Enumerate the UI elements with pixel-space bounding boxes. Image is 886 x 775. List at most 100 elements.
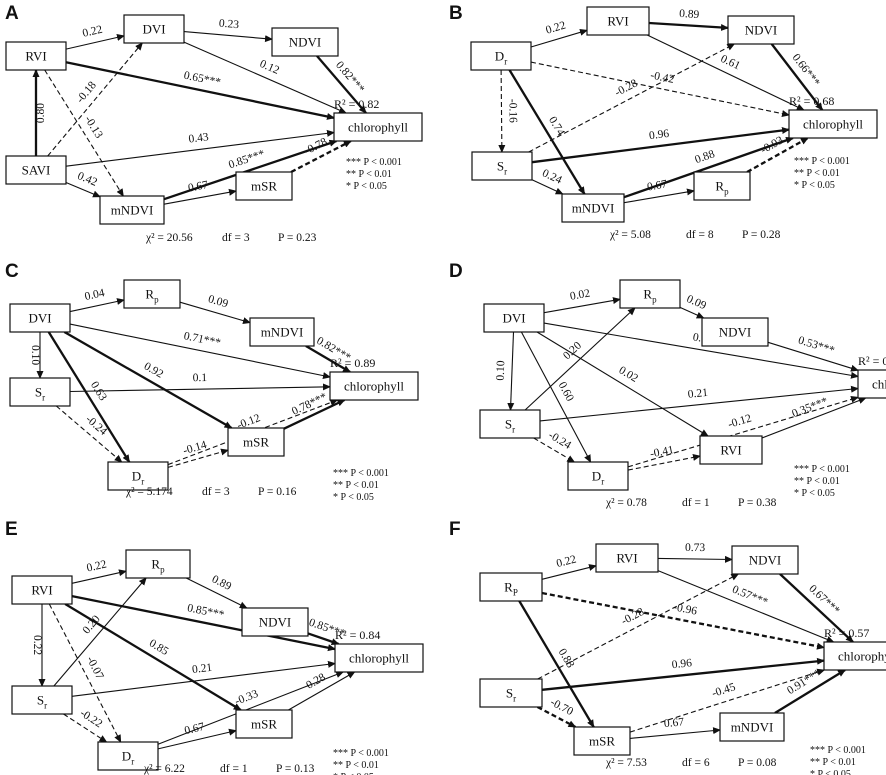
node-label-text: chlorophyll: [803, 117, 863, 132]
node-box: [788, 109, 878, 139]
edge-SAVI-to-mNDVI: [65, 181, 101, 198]
node-label: RVI: [616, 551, 637, 566]
node-RVI: RVI: [595, 543, 659, 573]
edge-mNDVI-to-mSR: [163, 188, 237, 205]
node-label: Dr: [132, 469, 144, 487]
edge-DVI-to-chl: [69, 323, 331, 380]
significance-legend: *** P < 0.001** P < 0.01* P < 0.05: [333, 468, 389, 503]
edge-Dr-to-chl: [627, 395, 859, 468]
edge-coefficient: -0.42: [649, 69, 675, 86]
edge-DVI-to-NDVI: [183, 31, 273, 43]
legend-entry: ** P < 0.01: [333, 480, 379, 491]
degrees-of-freedom: df = 8: [686, 229, 714, 241]
node-label-text: R: [504, 580, 513, 595]
node-label-text: S: [35, 385, 42, 400]
node-box: [99, 195, 165, 225]
edge-mNDVI-to-chl: [163, 139, 338, 201]
edge-coefficient: 0.43: [188, 131, 210, 145]
node-label: mNDVI: [261, 325, 304, 340]
chi-square-value: χ² = 0.78: [605, 497, 647, 509]
panel-D: D0.020.090.53***0.390.020.100.200.600.21…: [449, 261, 886, 509]
node-label-text: R: [715, 179, 724, 194]
legend-entry: * P < 0.05: [333, 772, 374, 775]
node-label-text: RVI: [25, 49, 46, 64]
node-label: Dr: [592, 469, 604, 487]
edge-Sr-to-NDVI: [537, 573, 740, 680]
node-box: [235, 709, 293, 739]
edge-RVI-to-chl: [646, 34, 805, 111]
edge-mNDVI-to-chl: [774, 669, 846, 714]
significance-legend: *** P < 0.001** P < 0.01* P < 0.05: [333, 748, 389, 775]
edge-coefficient: 0.02: [569, 287, 591, 302]
edges: [498, 21, 824, 204]
degrees-of-freedom: df = 1: [682, 497, 710, 509]
node-box: [241, 607, 309, 637]
node-box: [11, 685, 73, 715]
r-squared-label: R² = 0.82: [334, 97, 379, 111]
edge-DVI-to-chl: [183, 41, 347, 114]
node-label: DVI: [28, 311, 51, 326]
edge-coefficient: 0.23: [218, 18, 239, 32]
node-label: Rp: [643, 287, 657, 305]
node-mSR: mSR: [227, 427, 285, 457]
node-label-subscript: p: [154, 295, 159, 305]
edges: [36, 298, 351, 468]
node-label: mNDVI: [731, 720, 774, 735]
node-box: [123, 14, 185, 44]
node-label: NDVI: [719, 325, 752, 340]
node-label: mNDVI: [111, 203, 154, 218]
node-Rp: RP: [479, 572, 543, 602]
p-value: P = 0.13: [276, 763, 315, 775]
node-box: [9, 377, 71, 407]
node-Rp: Rp: [619, 279, 681, 309]
edge-DVI-to-Dr: [47, 331, 131, 463]
node-mNDVI: mNDVI: [249, 317, 315, 347]
legend-entry: *** P < 0.001: [810, 745, 866, 756]
node-label: Sr: [35, 385, 45, 403]
legend-entry: *** P < 0.001: [333, 748, 389, 759]
node-label-text: D: [122, 749, 131, 764]
edge-coefficient: 0.65***: [183, 70, 222, 89]
node-label: DVI: [502, 311, 525, 326]
degrees-of-freedom: df = 3: [222, 232, 250, 244]
panel-E: E0.220.890.85***0.85***0.850.220.20-0.07…: [5, 519, 424, 775]
node-RVI: RVI: [586, 6, 650, 36]
edge-Sr-to-Rp: [53, 577, 147, 687]
node-label: chlorophyll: [803, 117, 863, 132]
edge-DVI-to-Rp: [543, 297, 621, 314]
node-label: chlorophyll: [872, 377, 886, 392]
node-NDVI: NDVI: [271, 27, 339, 57]
node-label: NDVI: [289, 35, 322, 50]
edge-Dr-to-RVI: [530, 28, 588, 48]
edge-coefficient: -0.33: [233, 688, 260, 708]
edge-coefficient: 0.67***: [806, 583, 842, 617]
edge-Dr-to-Sr: [498, 69, 506, 153]
node-box: [479, 678, 543, 708]
edge-NDVI-to-chl: [770, 43, 824, 111]
edge-coefficient: 0.85***: [186, 602, 225, 621]
edge-coefficient: -0.12: [727, 412, 754, 430]
edge-mNDVI-to-chl: [623, 136, 794, 199]
node-label-text: DVI: [28, 311, 51, 326]
node-label: RP: [504, 580, 518, 598]
node-RVI: RVI: [5, 41, 67, 71]
edge-coefficient: 0.10: [495, 360, 508, 381]
node-RVI: RVI: [699, 435, 763, 465]
node-box: [11, 575, 73, 605]
node-RVI: RVI: [11, 575, 73, 605]
node-label-text: S: [497, 159, 504, 174]
edge-coefficient: -0.96: [672, 601, 698, 617]
node-Dr: Dr: [567, 461, 629, 491]
node-Dr: Dr: [470, 41, 532, 71]
edge-Sr-to-chl: [69, 383, 331, 393]
edge-coefficient: 0.21: [191, 662, 213, 676]
panel-letter: C: [5, 261, 19, 282]
node-mNDVI: mNDVI: [561, 193, 625, 223]
edge-coefficient: 0.96: [648, 128, 670, 142]
node-box: [329, 371, 419, 401]
edge-Rp-to-RVI: [541, 564, 597, 580]
node-chl: chlorophyll: [329, 371, 419, 401]
legend-entry: * P < 0.05: [794, 488, 835, 499]
